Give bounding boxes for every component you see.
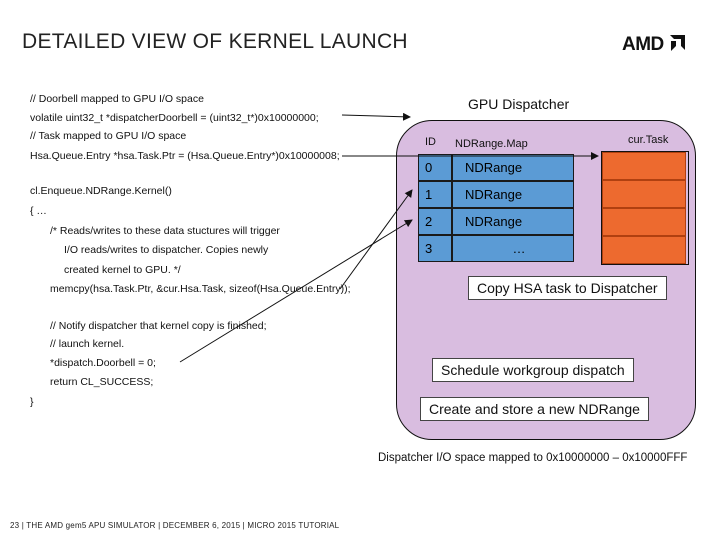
cur-task-label: cur.Task: [628, 134, 669, 146]
code-line: // launch kernel.: [50, 338, 125, 350]
ndrange-table: 0 NDRange 1 NDRange 2 NDRange 3 …: [418, 154, 574, 262]
amd-logo: AMD: [622, 34, 686, 56]
row-id: 1: [418, 181, 452, 208]
row-id: 0: [418, 154, 452, 181]
create-ndrange-callout: Create and store a new NDRange: [420, 397, 649, 421]
row-id: 3: [418, 235, 452, 262]
cur-task-cell: [602, 180, 686, 208]
code-line: /* Reads/writes to these data stuctures …: [50, 225, 280, 237]
logo-text: AMD: [622, 34, 664, 55]
doorbell-arrow: [341, 112, 411, 121]
id-column-header: ID: [425, 136, 436, 148]
table-row: 0 NDRange: [418, 154, 574, 181]
code-line: // Task mapped to GPU I/O space: [30, 130, 187, 142]
cur-task-block: [601, 151, 689, 265]
code-line: }: [30, 396, 34, 408]
code-line: I/O reads/writes to dispatcher. Copies n…: [64, 244, 269, 256]
code-line: // Doorbell mapped to GPU I/O space: [30, 93, 204, 105]
code-line: created kernel to GPU. */: [64, 264, 181, 276]
slide-title: DETAILED VIEW OF KERNEL LAUNCH: [22, 30, 408, 53]
code-line: { …: [30, 205, 47, 217]
table-row: 2 NDRange: [418, 208, 574, 235]
slide-footer: 23 | THE AMD gem5 APU SIMULATOR | DECEMB…: [10, 521, 340, 530]
code-line: // Notify dispatcher that kernel copy is…: [50, 320, 267, 332]
doorbell-write-arrow: [179, 219, 413, 363]
row-value: …: [452, 235, 574, 262]
code-line: volatile uint32_t *dispatcherDoorbell = …: [30, 112, 319, 124]
cur-task-cell: [602, 236, 686, 264]
ndrange-map-column-header: NDRange.Map: [455, 138, 528, 150]
code-line: memcpy(hsa.Task.Ptr, &cur.Hsa.Task, size…: [50, 283, 351, 295]
row-value: NDRange: [452, 208, 574, 235]
gpu-dispatcher-title: GPU Dispatcher: [468, 96, 570, 112]
cur-task-cell: [602, 152, 686, 180]
code-line: *dispatch.Doorbell = 0;: [50, 357, 156, 369]
amd-arrow-icon: [670, 35, 686, 51]
cur-task-cell: [602, 208, 686, 236]
memcpy-arrow: [339, 189, 413, 290]
table-row: 1 NDRange: [418, 181, 574, 208]
code-line: cl.Enqueue.NDRange.Kernel(): [30, 185, 172, 197]
code-line: Hsa.Queue.Entry *hsa.Task.Ptr = (Hsa.Que…: [30, 150, 340, 162]
row-value: NDRange: [452, 181, 574, 208]
code-line: return CL_SUCCESS;: [50, 376, 154, 388]
io-space-note: Dispatcher I/O space mapped to 0x1000000…: [378, 452, 688, 464]
row-id: 2: [418, 208, 452, 235]
table-row: 3 …: [418, 235, 574, 262]
copy-task-callout: Copy HSA task to Dispatcher: [468, 276, 667, 300]
row-value: NDRange: [452, 154, 574, 181]
schedule-dispatch-callout: Schedule workgroup dispatch: [432, 358, 634, 382]
